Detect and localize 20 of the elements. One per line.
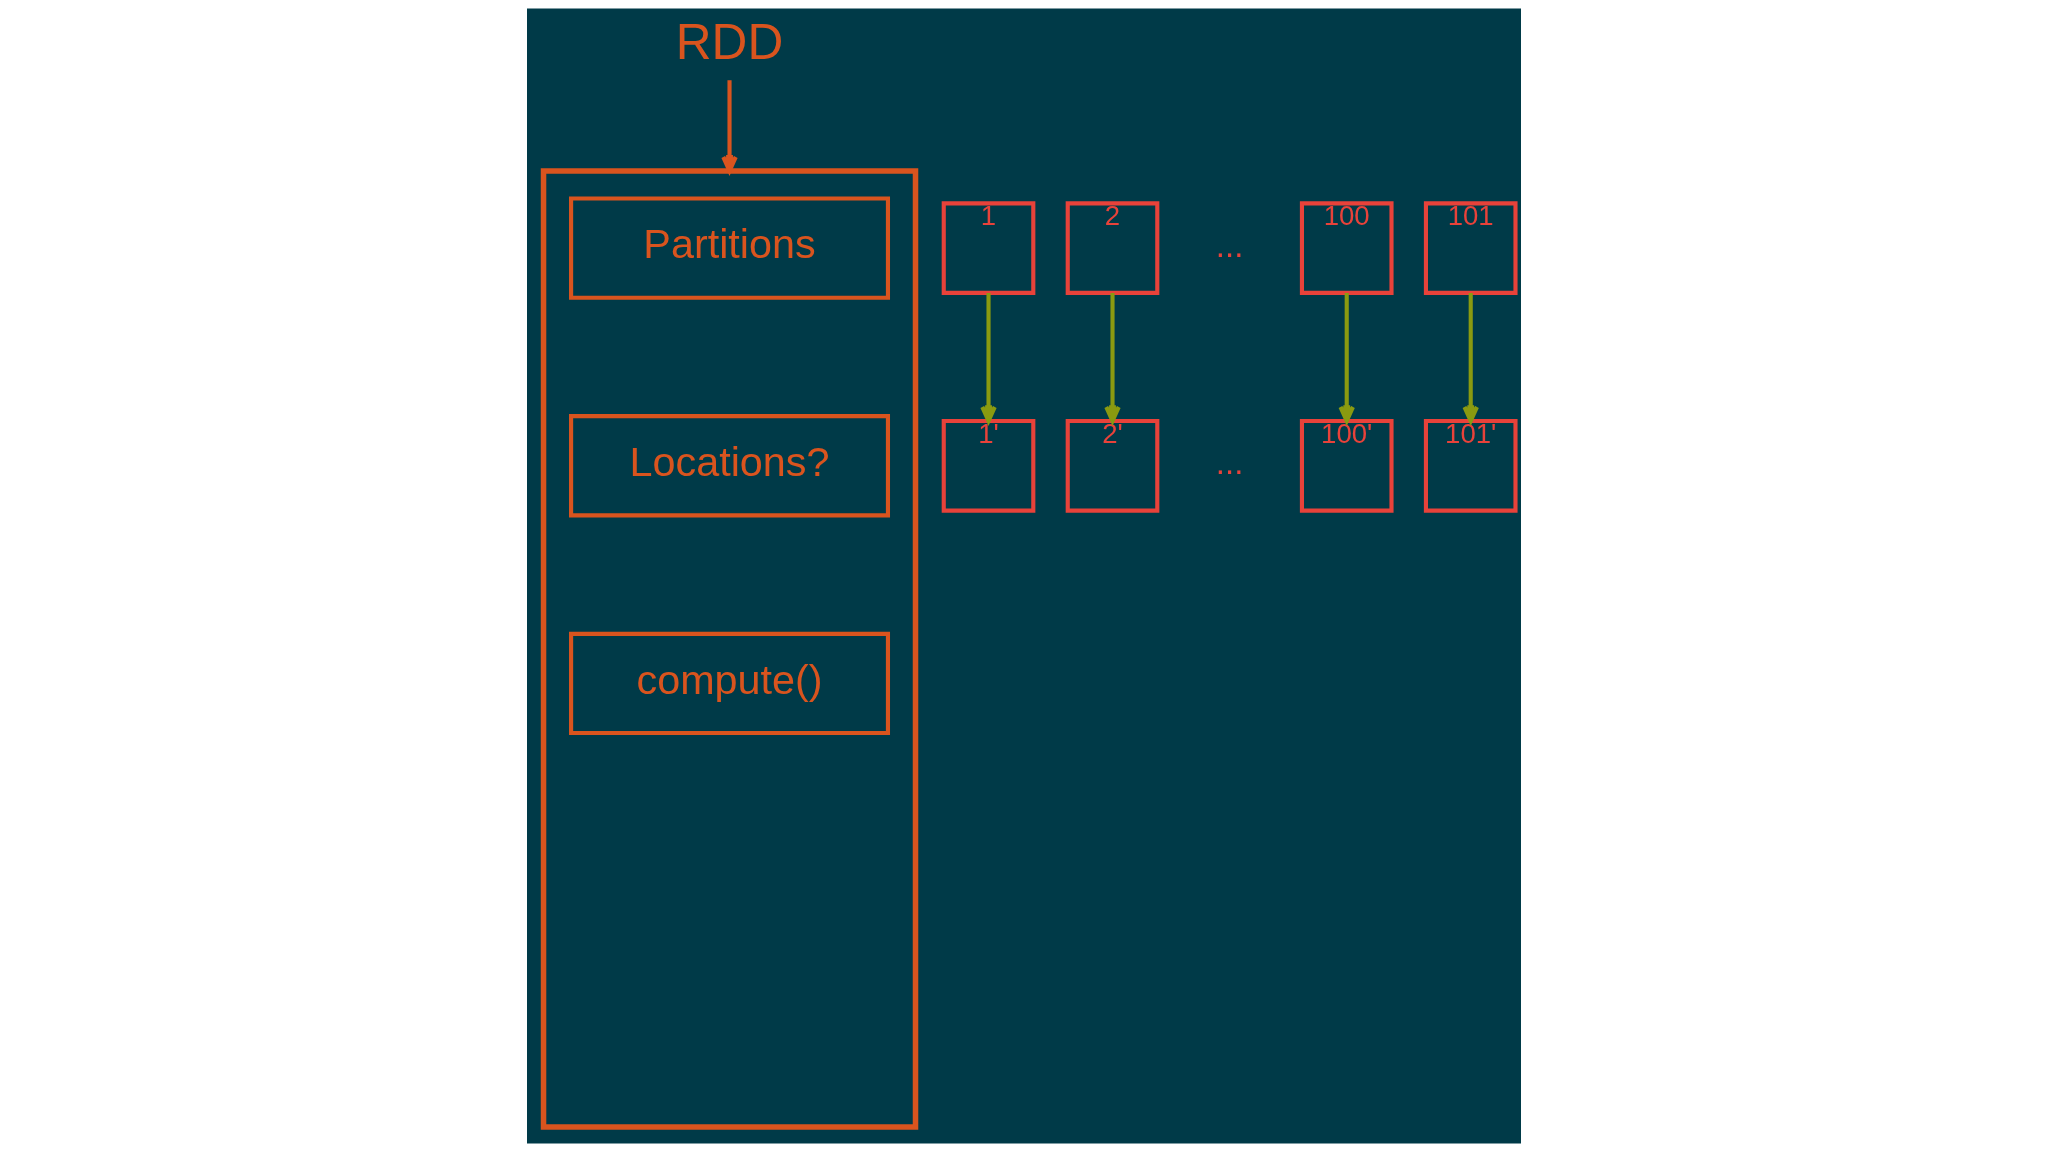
arrow [1462, 293, 1479, 424]
node-box: Partitions [569, 196, 890, 300]
node-box: 2 [1065, 201, 1160, 295]
node-box: 100 [1299, 201, 1394, 295]
arrow [1104, 293, 1121, 424]
node-box: 100' [1299, 418, 1394, 513]
node-box: compute() [569, 631, 890, 736]
label: ... [1215, 444, 1244, 482]
node-box: 1' [941, 418, 1036, 513]
node-box: Locations? [569, 414, 890, 518]
node-box: 2' [1065, 418, 1160, 513]
node-box: 101 [1423, 201, 1518, 295]
label: ... [1215, 226, 1244, 264]
arrow [721, 80, 738, 174]
arrow [980, 293, 997, 424]
cluster [540, 168, 919, 1130]
arrow [1338, 293, 1355, 424]
node-box: 101' [1423, 418, 1518, 513]
node-box: 1 [941, 201, 1036, 295]
node-text: RDD [675, 14, 784, 71]
